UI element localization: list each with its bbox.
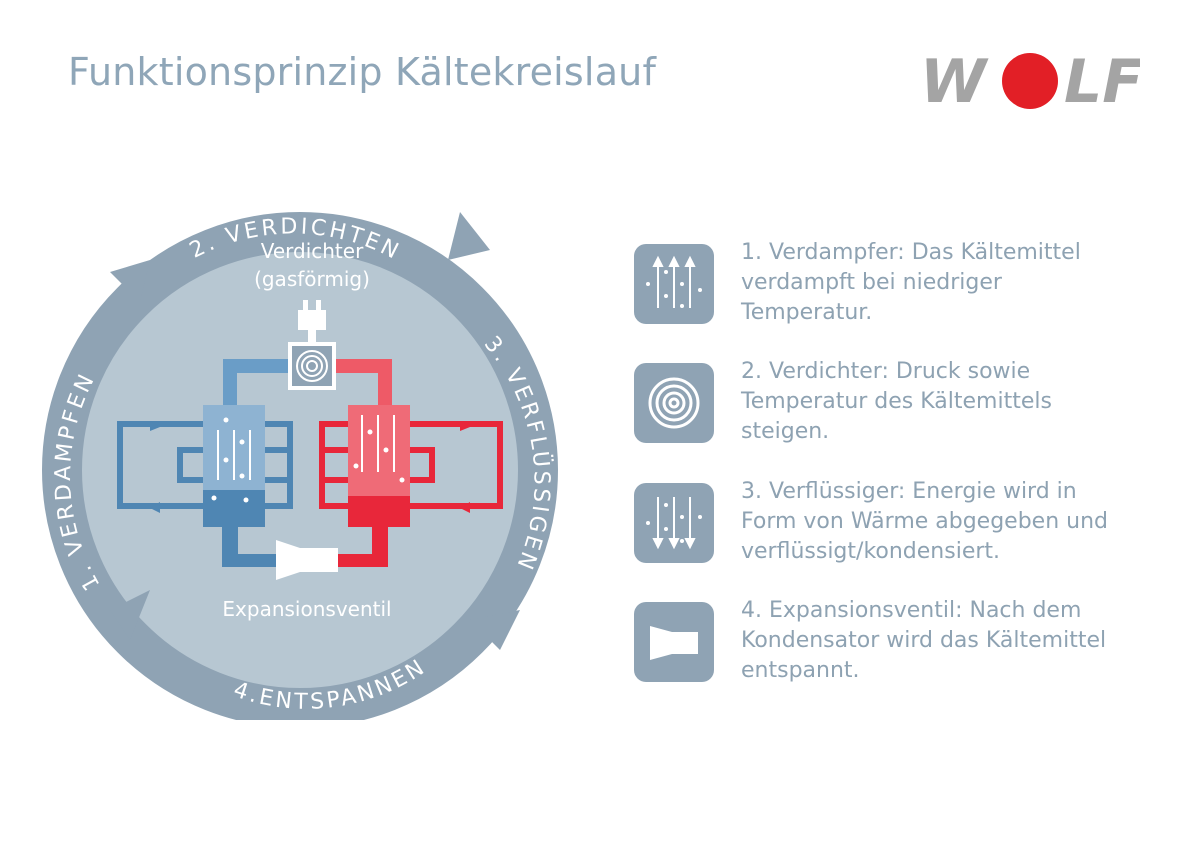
plug-icon — [298, 300, 326, 342]
legend-line: 4. Expansionsventil: Nach dem — [741, 598, 1082, 623]
valve-label: Expansionsventil — [222, 597, 391, 621]
expansion-valve — [276, 540, 338, 580]
logo-red-circle — [1002, 53, 1058, 109]
compressor-box — [288, 342, 336, 390]
refrigeration-cycle-diagram: 2. VERDICHTEN 3. VERFLÜSSIGEN 4.ENTSPANN… — [42, 212, 558, 720]
compressor-label-line2: (gasförmig) — [254, 267, 370, 291]
legend-line: 1. Verdampfer: Das Kältemittel — [741, 240, 1081, 265]
legend-text-expansion-valve: 4. Expansionsventil: Nach dem Kondensato… — [741, 596, 1171, 686]
ring-arrow-bottom-right — [470, 610, 520, 650]
legend-line: Temperatur. — [741, 300, 873, 325]
legend-item-compressor: 2. Verdichter: Druck sowie Temperatur de… — [634, 357, 1164, 444]
wolf-logo: W LF — [920, 50, 1140, 112]
legend-item-expansion-valve: 4. Expansionsventil: Nach dem Kondensato… — [634, 596, 1164, 683]
legend-line: verdampft bei niedriger — [741, 270, 1002, 295]
suction-pipe — [223, 359, 288, 405]
condenser-unit — [319, 405, 503, 567]
legend-item-condenser: 3. Verflüssiger: Energie wird in Form vo… — [634, 477, 1164, 564]
expansion-valve-icon — [634, 602, 714, 682]
ring-arrow-top-left — [110, 260, 150, 302]
legend-line: 3. Verflüssiger: Energie wird in — [741, 479, 1077, 504]
cycle-ring — [62, 232, 538, 708]
legend-text-evaporator: 1. Verdampfer: Das Kältemittel verdampft… — [741, 238, 1171, 328]
evaporator-icon — [634, 244, 714, 324]
legend-line: verflüssigt/kondensiert. — [741, 539, 1001, 564]
legend-text-condenser: 3. Verflüssiger: Energie wird in Form vo… — [741, 477, 1171, 567]
legend-line: Form von Wärme abgegeben und — [741, 509, 1109, 534]
cycle-ring-band — [42, 212, 558, 720]
ring-arrow-bottom-left — [110, 590, 150, 640]
discharge-pipe — [336, 359, 392, 405]
page-title: Funktionsprinzip Kältekreislauf — [68, 50, 657, 94]
legend-line: entspannt. — [741, 658, 860, 683]
logo-text-w: W — [920, 50, 989, 112]
condenser-icon — [634, 483, 714, 563]
legend-item-evaporator: 1. Verdampfer: Das Kältemittel verdampft… — [634, 238, 1164, 325]
legend-line: steigen. — [741, 419, 830, 444]
logo-text-lf: LF — [1064, 50, 1140, 112]
compressor-spiral-icon — [634, 363, 714, 443]
legend-text-compressor: 2. Verdichter: Druck sowie Temperatur de… — [741, 357, 1171, 447]
compressor-label-line1: Verdichter — [261, 239, 364, 263]
legend-line: Kondensator wird das Kältemittel — [741, 628, 1107, 653]
evaporator-unit — [117, 405, 293, 567]
ring-arrow-top-right — [448, 212, 490, 260]
legend-line: Temperatur des Kältemittels — [741, 389, 1052, 414]
legend-line: 2. Verdichter: Druck sowie — [741, 359, 1031, 384]
